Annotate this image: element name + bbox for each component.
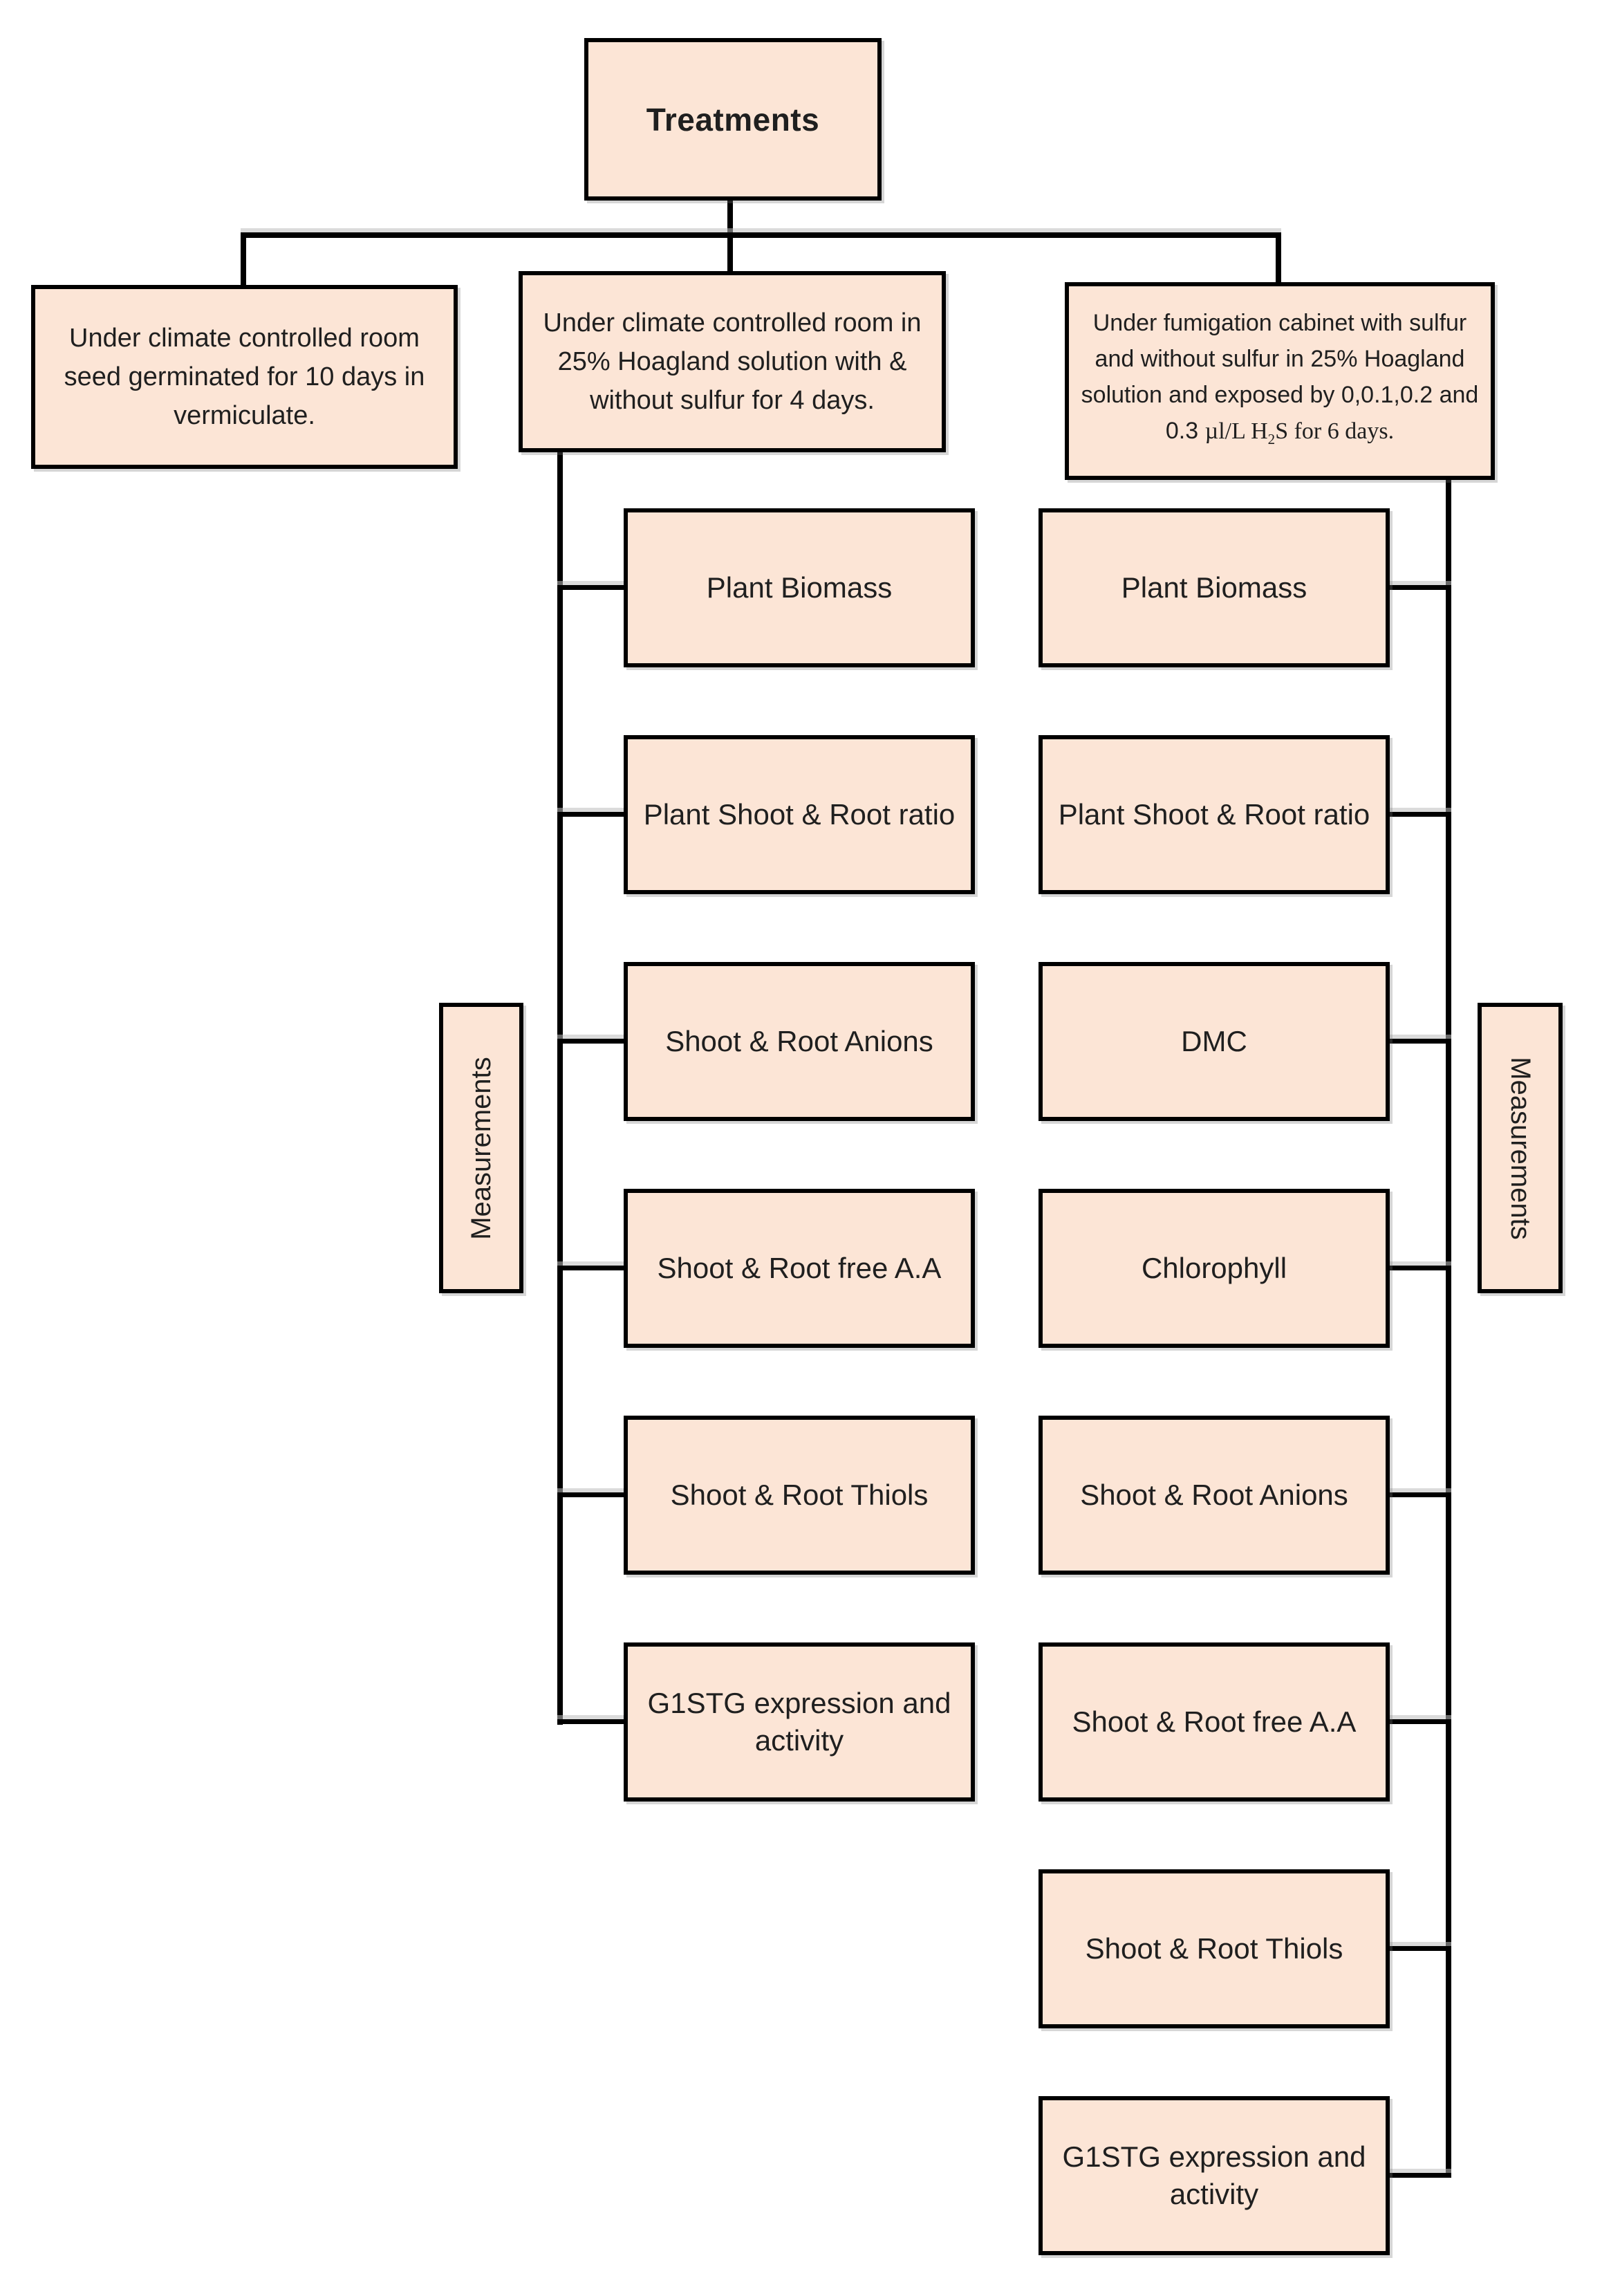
connector-right-stub <box>1390 1039 1451 1044</box>
measurement-box: Shoot & Root free A.A <box>624 1189 975 1348</box>
treatments-root-box: Treatments <box>584 38 882 201</box>
measurements-label: Measurements <box>1505 1056 1536 1240</box>
measurement-box: Plant Biomass <box>624 508 975 667</box>
measurement-box: Shoot & Root Anions <box>624 962 975 1121</box>
measurement-box: Plant Shoot & Root ratio <box>624 735 975 894</box>
measurement-label: Shoot & Root Anions <box>1080 1479 1348 1511</box>
treatment-label: Under climate controlled room seed germi… <box>64 324 425 430</box>
measurement-label: Plant Biomass <box>706 571 893 604</box>
connector-right-column-vline <box>1446 479 1451 2178</box>
measurement-label: Shoot & Root free A.A <box>1072 1705 1357 1738</box>
measurement-box: G1STG expression and activity <box>624 1642 975 1802</box>
measurement-box: G1STG expression and activity <box>1039 2096 1390 2255</box>
measurement-box: Plant Shoot & Root ratio <box>1039 735 1390 894</box>
connector-left-stub <box>557 1492 624 1497</box>
h2s-formula: µl/L H2S for 6 days. <box>1204 418 1395 447</box>
measurement-label: DMC <box>1181 1025 1247 1057</box>
measurement-box: Shoot & Root free A.A <box>1039 1642 1390 1802</box>
left-measurements-label-box: Measurements <box>439 1003 523 1293</box>
connector-right-stub <box>1390 2173 1451 2178</box>
connector-left-stub <box>557 1039 624 1044</box>
measurement-label: Plant Biomass <box>1121 571 1307 604</box>
measurement-label: Plant Shoot & Root ratio <box>1058 798 1370 831</box>
measurement-box: Chlorophyll <box>1039 1189 1390 1348</box>
connector-drop-right <box>1276 232 1281 285</box>
measurement-box: Shoot & Root Thiols <box>624 1416 975 1575</box>
measurement-box: Plant Biomass <box>1039 508 1390 667</box>
connector-root-stem <box>727 201 733 235</box>
connector-right-stub <box>1390 812 1451 817</box>
treatment-label: Under climate controlled room in 25% Hoa… <box>543 308 922 415</box>
measurement-box: Shoot & Root Anions <box>1039 1416 1390 1575</box>
connector-right-stub <box>1390 585 1451 590</box>
connector-drop-left <box>241 232 246 288</box>
measurement-label: Plant Shoot & Root ratio <box>643 798 956 831</box>
connector-left-stub <box>557 1266 624 1270</box>
measurement-label: G1STG expression and activity <box>647 1687 951 1757</box>
connector-left-stub <box>557 1719 624 1724</box>
treatment-label: Under fumigation cabinet with sulfur and… <box>1081 310 1479 447</box>
connector-left-stub <box>557 812 624 817</box>
connector-right-stub <box>1390 1719 1451 1724</box>
measurement-label: Chlorophyll <box>1141 1252 1287 1284</box>
connector-left-column-vline <box>557 450 563 1725</box>
measurement-label: Shoot & Root free A.A <box>657 1252 942 1284</box>
treatment-box-germination: Under climate controlled room seed germi… <box>31 285 458 469</box>
right-measurements-label-box: Measurements <box>1478 1003 1563 1293</box>
measurement-label: Shoot & Root Thiols <box>670 1479 929 1511</box>
treatment-box-fumigation: Under fumigation cabinet with sulfur and… <box>1065 282 1495 480</box>
measurement-box: DMC <box>1039 962 1390 1121</box>
connector-right-stub <box>1390 1946 1451 1951</box>
measurement-label: Shoot & Root Anions <box>665 1025 933 1057</box>
treatments-root-label: Treatments <box>646 101 820 138</box>
measurement-box: Shoot & Root Thiols <box>1039 1869 1390 2028</box>
measurement-label: G1STG expression and activity <box>1062 2140 1366 2210</box>
treatment-box-hoagland: Under climate controlled room in 25% Hoa… <box>519 271 946 452</box>
connector-right-stub <box>1390 1492 1451 1497</box>
connector-right-stub <box>1390 1266 1451 1270</box>
connector-drop-middle <box>727 232 733 274</box>
measurements-label: Measurements <box>465 1056 496 1240</box>
connector-horizontal-bar <box>241 232 1281 238</box>
measurement-label: Shoot & Root Thiols <box>1085 1932 1343 1965</box>
connector-left-stub <box>557 585 624 590</box>
